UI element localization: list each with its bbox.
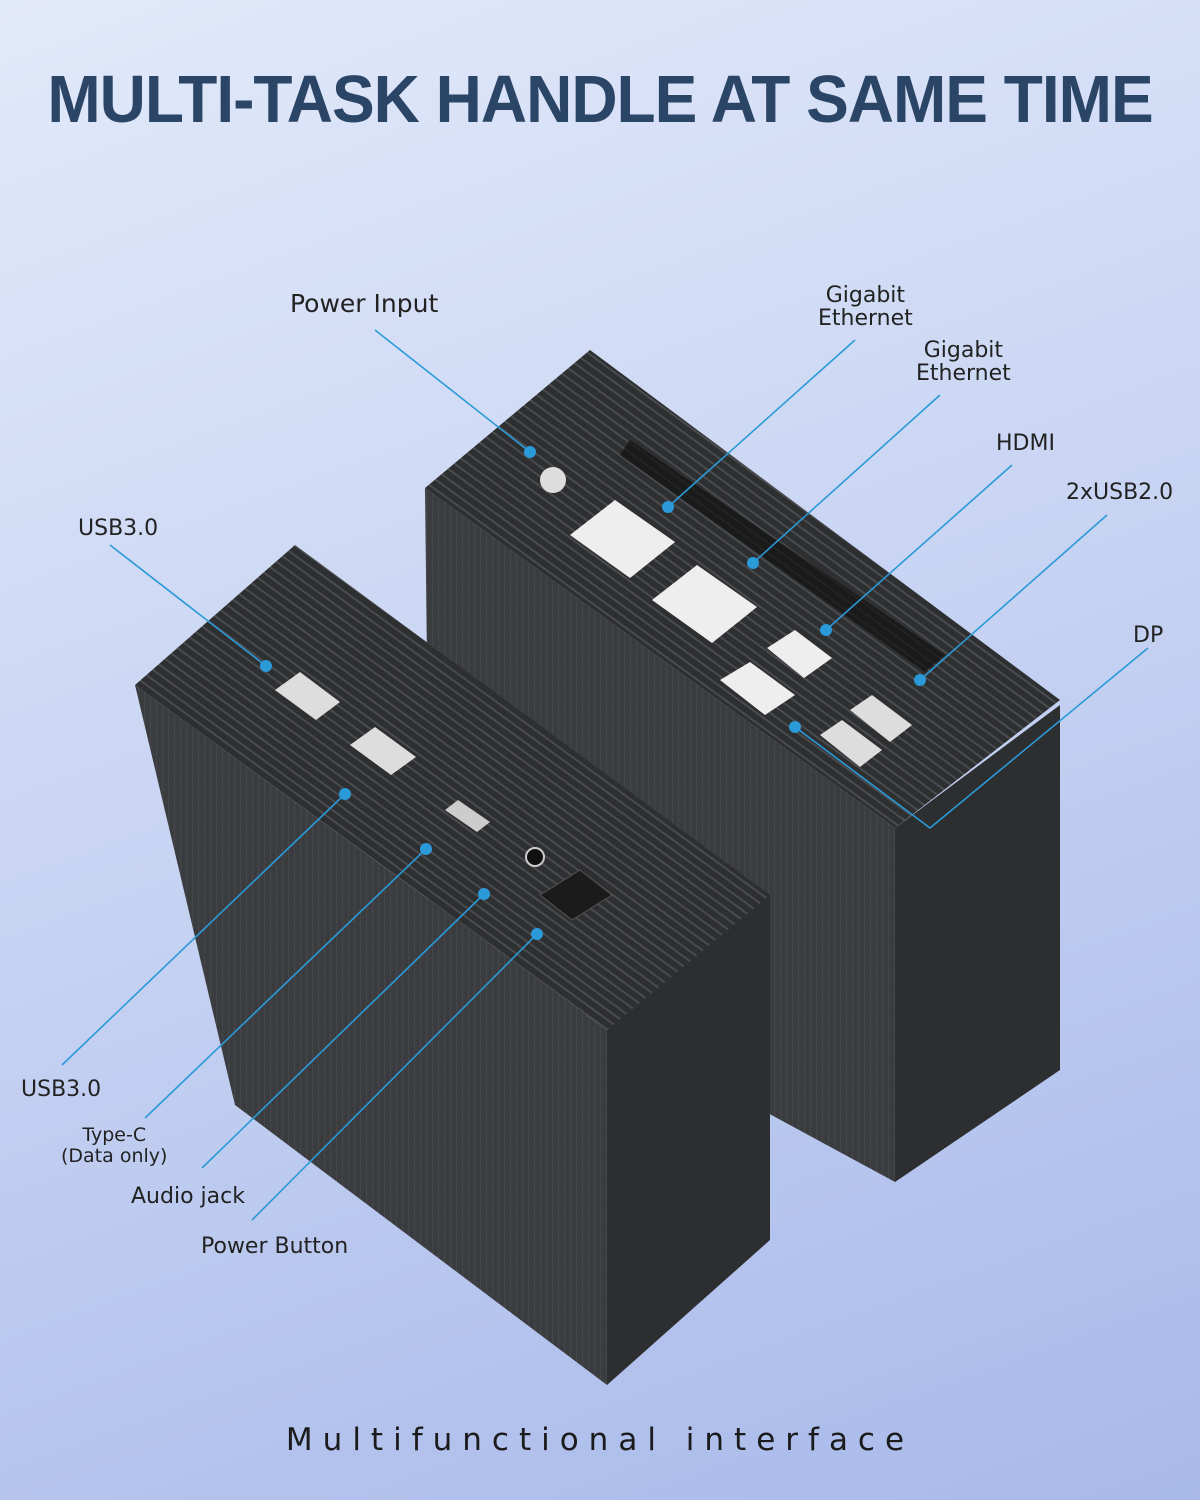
label-usb20: 2xUSB2.0 bbox=[1066, 480, 1174, 505]
label-line: Ethernet bbox=[916, 361, 1011, 386]
usb20-port-2 bbox=[820, 720, 882, 767]
dp-port bbox=[720, 662, 795, 715]
label-line: Gigabit bbox=[825, 283, 906, 308]
footer-caption: Multifunctional interface bbox=[285, 1422, 915, 1458]
front-unit bbox=[135, 545, 770, 1385]
label-dp: DP bbox=[1133, 623, 1164, 648]
label-gigabit-ethernet-1: Gigabit Ethernet bbox=[818, 284, 913, 330]
page-title: MULTI-TASK HANDLE AT SAME TIME bbox=[47, 61, 1153, 137]
label-audio-jack: Audio jack bbox=[131, 1184, 245, 1209]
vent-grille bbox=[620, 440, 945, 672]
usb30-port-2 bbox=[350, 727, 416, 775]
audio-jack-port bbox=[525, 847, 545, 867]
lan-port-2 bbox=[652, 565, 757, 643]
leader-lines bbox=[61, 329, 1149, 1221]
usb20-port-1 bbox=[850, 695, 912, 742]
label-line: Ethernet bbox=[818, 306, 913, 331]
dc-power-port bbox=[540, 467, 566, 493]
leader-dots bbox=[260, 446, 926, 940]
type-c-port bbox=[445, 800, 490, 832]
label-power-button: Power Button bbox=[201, 1234, 349, 1259]
label-type-c: Type-C (Data only) bbox=[61, 1125, 167, 1167]
lan-port-1 bbox=[570, 500, 675, 578]
label-usb30-top: USB3.0 bbox=[78, 516, 159, 541]
hdmi-port bbox=[767, 630, 832, 678]
label-line: Gigabit bbox=[923, 338, 1004, 363]
label-line: (Data only) bbox=[61, 1145, 168, 1167]
label-usb30-bottom: USB3.0 bbox=[21, 1077, 102, 1102]
label-power-input: Power Input bbox=[290, 289, 439, 318]
power-button-key bbox=[539, 869, 613, 921]
label-gigabit-ethernet-2: Gigabit Ethernet bbox=[916, 339, 1011, 385]
label-hdmi: HDMI bbox=[996, 431, 1055, 456]
usb30-port-1 bbox=[275, 672, 340, 720]
label-line: Type-C bbox=[82, 1124, 147, 1146]
